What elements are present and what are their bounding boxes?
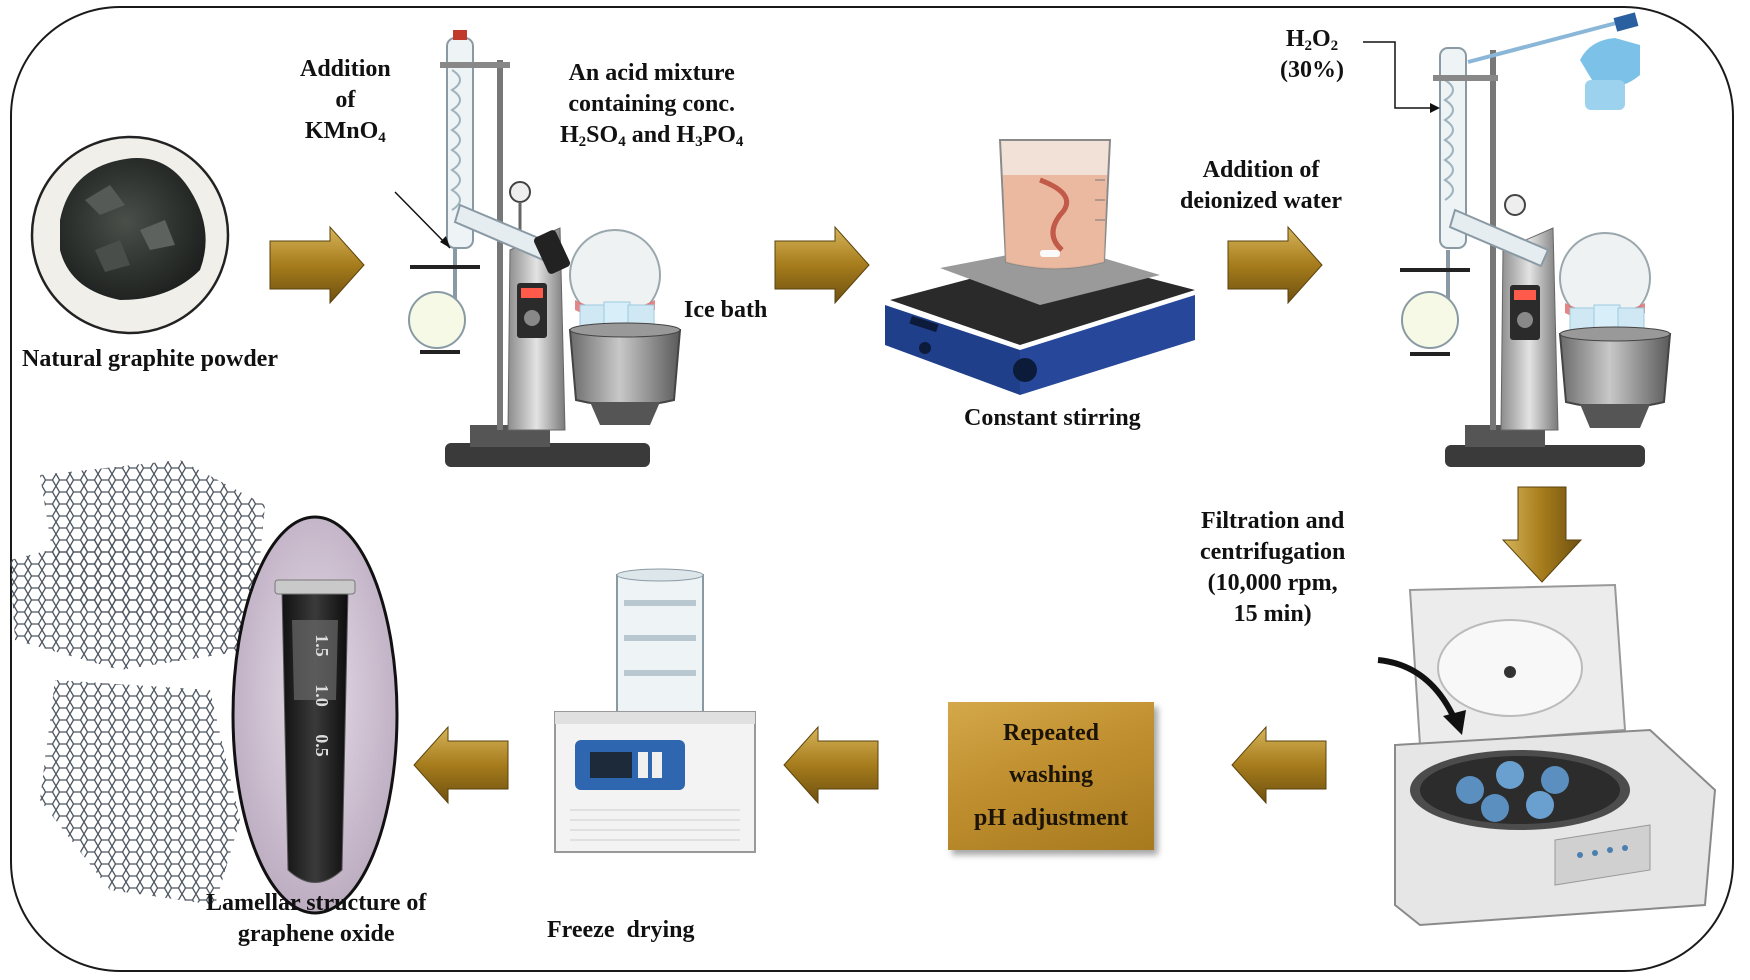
arrow-down <box>1501 486 1583 583</box>
centrifuge <box>1377 583 1717 927</box>
arrow-right-3 <box>1227 225 1323 305</box>
label-addition-kmno4: Addition of KMnO4 <box>300 56 391 146</box>
label-ice-bath: Ice bath <box>684 297 768 323</box>
label-acid-mixture: An acid mixture containing conc. H2SO4 a… <box>560 60 744 150</box>
repeated-washing-box: Repeated washing pH adjustment <box>948 702 1154 850</box>
wash-label-line2: washing <box>1008 762 1094 789</box>
arrow-left-3 <box>413 725 509 805</box>
rotary-evaporator-1 <box>394 30 682 467</box>
graphite-powder-image <box>30 135 230 335</box>
label-graphite-powder: Natural graphite powder <box>22 346 278 372</box>
graphene-sheets <box>10 460 265 905</box>
tube-mark-1: 1.5 <box>311 634 332 657</box>
arrow-right-2 <box>774 225 870 305</box>
rotary-evaporator-2 <box>1363 12 1672 467</box>
tube-oval <box>231 515 399 915</box>
label-filtration: Filtration and centrifugation (10,000 rp… <box>1200 508 1346 627</box>
label-h2o2: H2O2 (30%) <box>1280 26 1344 83</box>
tube-mark-3: 0.5 <box>311 734 332 757</box>
tube-mark-2: 1.0 <box>311 684 332 707</box>
magnetic-stirrer <box>885 139 1195 395</box>
arrow-left-1 <box>1231 725 1327 805</box>
arrow-right-1 <box>269 225 365 305</box>
wash-label-line3: pH adjustment <box>973 805 1129 832</box>
wash-label-line1: Repeated <box>1003 719 1099 746</box>
arrow-left-2 <box>783 725 879 805</box>
freeze-dryer <box>554 568 756 853</box>
label-deionized-water: Addition of deionized water <box>1180 157 1342 214</box>
diagram-frame <box>10 6 1734 972</box>
label-lamellar: Lamellar structure of graphene oxide <box>206 890 427 947</box>
label-constant-stirring: Constant stirring <box>964 405 1141 431</box>
label-freeze-drying: Freeze drying <box>547 917 695 943</box>
